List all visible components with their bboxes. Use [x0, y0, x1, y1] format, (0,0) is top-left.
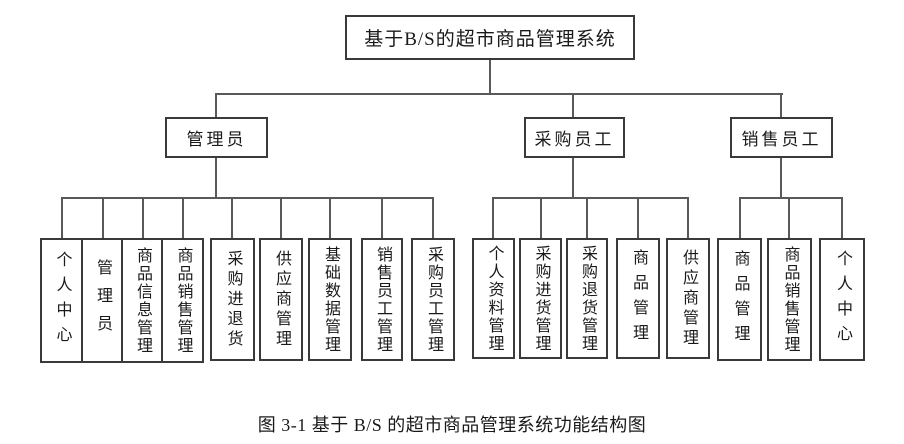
connector-line [780, 158, 782, 199]
branch-node-label: 采购员工 [534, 130, 615, 149]
figure-caption: 图 3-1 基于 B/S 的超市商品管理系统功能结构图 [257, 415, 647, 435]
connector-line [492, 197, 494, 238]
connector-line [489, 60, 491, 95]
leaf-node-label: 商品管理 [630, 248, 647, 349]
leaf-node-label: 基础数据管理 [322, 245, 339, 354]
connector-line [142, 197, 144, 238]
connector-line [492, 197, 689, 199]
branch-node-label: 管理员 [186, 130, 247, 149]
connector-line [739, 197, 741, 238]
connector-line [687, 197, 689, 238]
leaf-node-product-mgmt: 商品管理 [717, 238, 762, 361]
branch-node-label: 销售员工 [741, 130, 822, 149]
connector-line [329, 197, 331, 238]
leaf-node-label: 商品销售管理 [174, 246, 192, 355]
leaf-node-product-sales-mgmt: 商品销售管理 [767, 238, 812, 361]
connector-line [231, 197, 233, 238]
leaf-node-purchase-in-return: 采购进退货 [210, 238, 255, 361]
connector-line [739, 197, 843, 199]
leaf-node-label: 销售员工管理 [374, 245, 391, 354]
leaf-node-product-sales-mgmt: 商品销售管理 [161, 238, 204, 363]
connector-line [215, 93, 783, 95]
connector-line [572, 158, 574, 199]
connector-line [102, 197, 104, 238]
leaf-node-label: 商品信息管理 [134, 246, 151, 355]
leaf-node-admin: 管理员 [81, 238, 123, 363]
connector-line [182, 197, 184, 238]
leaf-node-product-info-mgmt: 商品信息管理 [121, 238, 163, 363]
leaf-node-basic-data-mgmt: 基础数据管理 [308, 238, 352, 361]
leaf-node-purchase-return-mgmt: 采购退货管理 [566, 238, 608, 359]
leaf-node-label: 采购进货管理 [532, 244, 550, 353]
leaf-node-label: 个人中心 [53, 250, 71, 351]
root-node: 基于B/S的超市商品管理系统 [345, 15, 635, 60]
connector-line [280, 197, 282, 238]
connector-line [215, 158, 217, 199]
root-node-label: 基于B/S的超市商品管理系统 [364, 29, 616, 50]
leaf-node-product-mgmt: 商品管理 [616, 238, 660, 359]
leaf-node-supplier-mgmt: 供应商管理 [259, 238, 303, 361]
connector-line [572, 93, 574, 117]
leaf-node-label: 个人资料管理 [485, 244, 503, 353]
connector-line [61, 197, 63, 238]
leaf-node-label: 供应商管理 [680, 248, 697, 349]
connector-line [381, 197, 383, 238]
leaf-node-label: 采购退货管理 [579, 244, 596, 353]
connector-line [432, 197, 434, 238]
connector-line [788, 197, 790, 238]
leaf-node-label: 供应商管理 [273, 249, 290, 350]
connector-line [540, 197, 542, 238]
leaf-node-sales-staff-mgmt: 销售员工管理 [361, 238, 403, 361]
leaf-node-personal-center: 个人中心 [819, 238, 865, 361]
leaf-node-label: 个人中心 [834, 249, 851, 350]
leaf-node-purchase-staff-mgmt: 采购员工管理 [411, 238, 455, 361]
connector-line [586, 197, 588, 238]
connector-line [61, 197, 434, 199]
connector-line [637, 197, 639, 238]
leaf-node-label: 采购员工管理 [425, 245, 442, 354]
connector-line [215, 93, 217, 117]
branch-node-sales-staff: 销售员工 [730, 117, 833, 158]
leaf-node-label: 商品管理 [731, 249, 749, 350]
leaf-node-supplier-mgmt: 供应商管理 [666, 238, 710, 359]
leaf-node-personal-center: 个人中心 [40, 238, 83, 363]
branch-node-admin: 管理员 [165, 117, 268, 158]
leaf-node-purchase-inbound-mgmt: 采购进货管理 [519, 238, 562, 359]
leaf-node-personal-profile-mgmt: 个人资料管理 [472, 238, 515, 359]
branch-node-purchase-staff: 采购员工 [524, 117, 625, 158]
leaf-node-label: 商品销售管理 [781, 245, 799, 354]
connector-line [780, 93, 782, 117]
leaf-node-label: 管理员 [94, 258, 111, 343]
leaf-node-label: 采购进退货 [224, 249, 242, 350]
connector-line [841, 197, 843, 238]
